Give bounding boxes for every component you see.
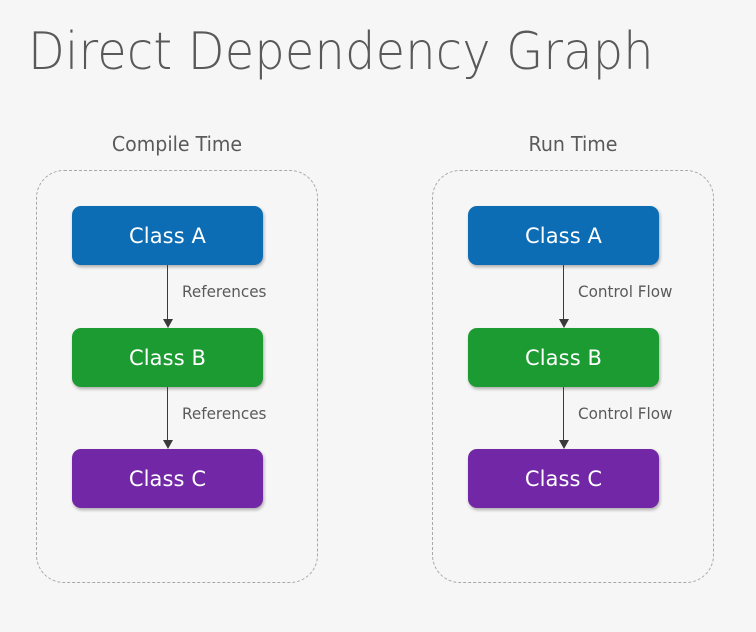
- panel-title-run-time: Run Time: [528, 132, 618, 156]
- edge-line: [563, 387, 565, 441]
- arrowhead-icon: [558, 440, 569, 449]
- node-compile-class-a[interactable]: Class A: [72, 206, 263, 265]
- node-runtime-class-a[interactable]: Class A: [468, 206, 659, 265]
- page-title: Direct Dependency Graph: [28, 22, 654, 82]
- node-label: Class B: [524, 345, 603, 370]
- node-runtime-class-c[interactable]: Class C: [468, 449, 659, 508]
- edge-label-compile-a-to-b: References: [182, 282, 267, 301]
- edge-label-runtime-b-to-c: Control Flow: [578, 404, 673, 423]
- node-label: Class C: [128, 466, 207, 491]
- node-compile-class-c[interactable]: Class C: [72, 449, 263, 508]
- node-label: Class B: [128, 345, 207, 370]
- node-label: Class A: [525, 223, 602, 248]
- arrowhead-icon: [162, 440, 173, 449]
- edge-line: [167, 265, 169, 320]
- edge-runtime-b-to-c: [558, 387, 569, 450]
- panel-title-compile-time: Compile Time: [111, 132, 243, 156]
- arrowhead-icon: [162, 319, 173, 328]
- arrowhead-icon: [558, 319, 569, 328]
- edge-line: [167, 387, 169, 441]
- edge-compile-a-to-b: [162, 265, 173, 328]
- run-time-container: [432, 170, 714, 583]
- panel-run-time: Run Time Class A Control Flow Class B Co…: [432, 132, 714, 583]
- node-label: Class A: [129, 223, 206, 248]
- panel-compile-time: Compile Time Class A References Class B …: [36, 132, 318, 583]
- node-compile-class-b[interactable]: Class B: [72, 328, 263, 387]
- edge-label-runtime-a-to-b: Control Flow: [578, 282, 673, 301]
- compile-time-container: [36, 170, 318, 583]
- edge-line: [563, 265, 565, 320]
- edge-runtime-a-to-b: [558, 265, 569, 328]
- edge-label-compile-b-to-c: References: [182, 404, 267, 423]
- edge-compile-b-to-c: [162, 387, 173, 450]
- node-label: Class C: [524, 466, 603, 491]
- node-runtime-class-b[interactable]: Class B: [468, 328, 659, 387]
